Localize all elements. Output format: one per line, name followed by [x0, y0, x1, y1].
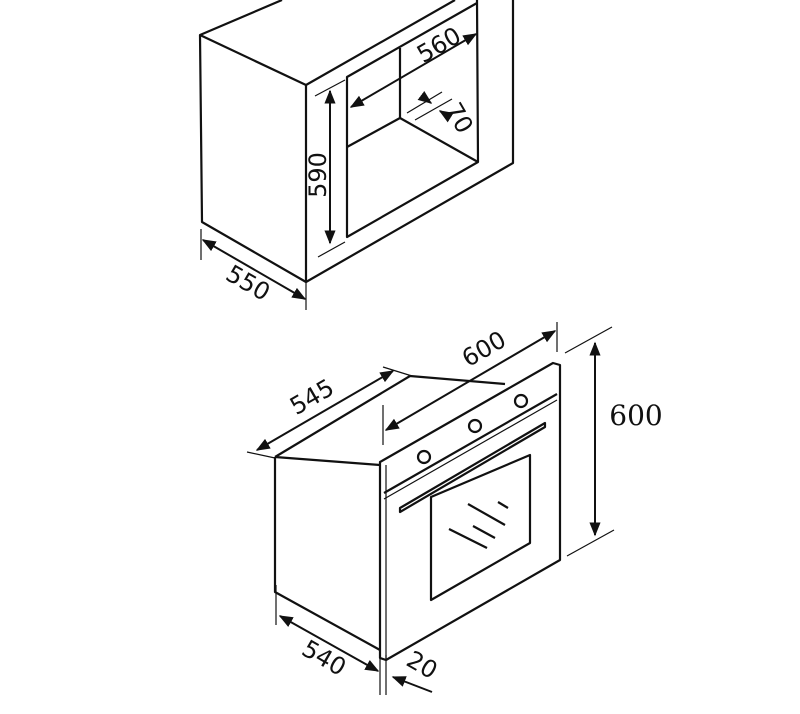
dimension-label-600-width: 600	[457, 325, 511, 372]
dimension-70: 70	[406, 90, 479, 138]
dimension-600-height: 600	[564, 326, 663, 557]
dimension-label-20: 20	[402, 645, 442, 685]
control-knob-icon	[467, 418, 483, 434]
dimension-label-600-height: 600	[609, 399, 662, 432]
dimension-550: 550	[200, 229, 307, 310]
door-handle	[398, 421, 547, 514]
dimension-label-545: 545	[285, 373, 339, 420]
dimension-545: 545	[246, 366, 413, 459]
dimension-label-70: 70	[439, 98, 479, 138]
control-knob-icon	[416, 449, 432, 465]
dimension-label-590: 590	[304, 152, 332, 198]
oven-window	[429, 453, 532, 602]
control-knob-icon	[513, 393, 529, 409]
dimension-590: 590	[304, 79, 346, 258]
cabinet-cutout-drawing	[198, 0, 515, 284]
dimension-label-540: 540	[297, 634, 351, 681]
dimension-label-560: 560	[412, 21, 466, 68]
dimension-20: 20	[385, 645, 442, 695]
dimension-label-550: 550	[221, 259, 275, 306]
